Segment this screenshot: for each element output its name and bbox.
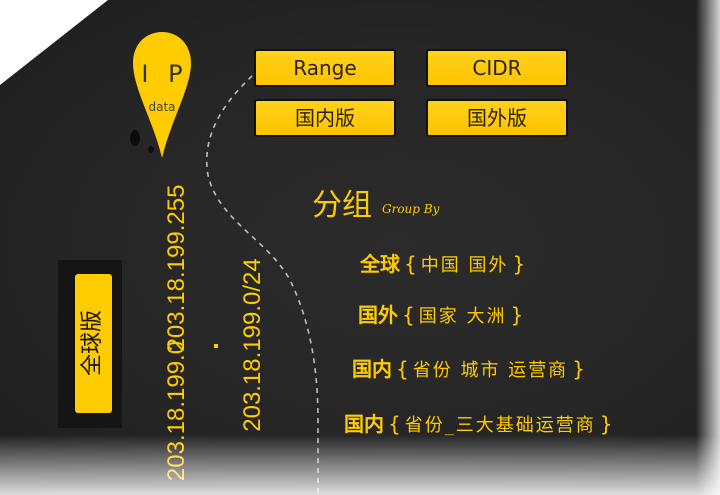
- range-button[interactable]: Range: [254, 49, 396, 87]
- pin-subtitle: data: [148, 100, 176, 114]
- ip-range-start: 203.18.199.0: [163, 340, 190, 482]
- row-key: 国内: [352, 357, 392, 381]
- row-brace-open: {: [404, 252, 417, 276]
- row-value: 国家 大洲: [418, 306, 507, 327]
- row-value: 省份_三大基础运营商: [404, 415, 596, 436]
- pin-title: I P: [141, 60, 189, 88]
- global-button[interactable]: [75, 274, 112, 413]
- global-button-label: 全球版: [80, 309, 105, 377]
- center-dot: [214, 344, 218, 348]
- ip-range-end: 203.18.199.255: [163, 184, 190, 352]
- cidr-button[interactable]: CIDR: [426, 49, 568, 87]
- row-brace-close: }: [512, 252, 526, 276]
- group-row-domestic-carriers: 国内{省份_三大基础运营商}: [344, 409, 616, 441]
- row-brace-close: }: [510, 303, 524, 327]
- row-value: 中国 国外: [420, 255, 509, 276]
- row-brace-close: }: [572, 357, 585, 381]
- row-key: 国外: [358, 303, 398, 327]
- foreign-button[interactable]: 国外版: [426, 99, 568, 137]
- group-row-domestic: 国内{省份 城市 运营商}: [352, 354, 589, 386]
- group-title: 分组: [312, 188, 372, 223]
- row-brace-open: {: [402, 303, 415, 327]
- group-row-foreign: 国外{国家 大洲}: [358, 300, 527, 332]
- domestic-button[interactable]: 国内版: [254, 99, 396, 137]
- row-value: 省份 城市 运营商: [412, 360, 569, 381]
- row-brace-open: {: [396, 357, 409, 381]
- group-subtitle: Group By: [382, 202, 440, 216]
- ink-drop-small-icon: [148, 146, 154, 153]
- row-brace-open: {: [388, 412, 401, 436]
- row-key: 国内: [344, 412, 384, 436]
- ink-drop-icon: [130, 130, 140, 146]
- ip-cidr: 203.18.199.0/24: [239, 258, 266, 432]
- row-brace-close: }: [599, 412, 613, 436]
- map-pin-icon: [133, 32, 191, 158]
- row-key: 全球: [360, 252, 400, 276]
- group-row-global: 全球{中国 国外}: [360, 249, 529, 281]
